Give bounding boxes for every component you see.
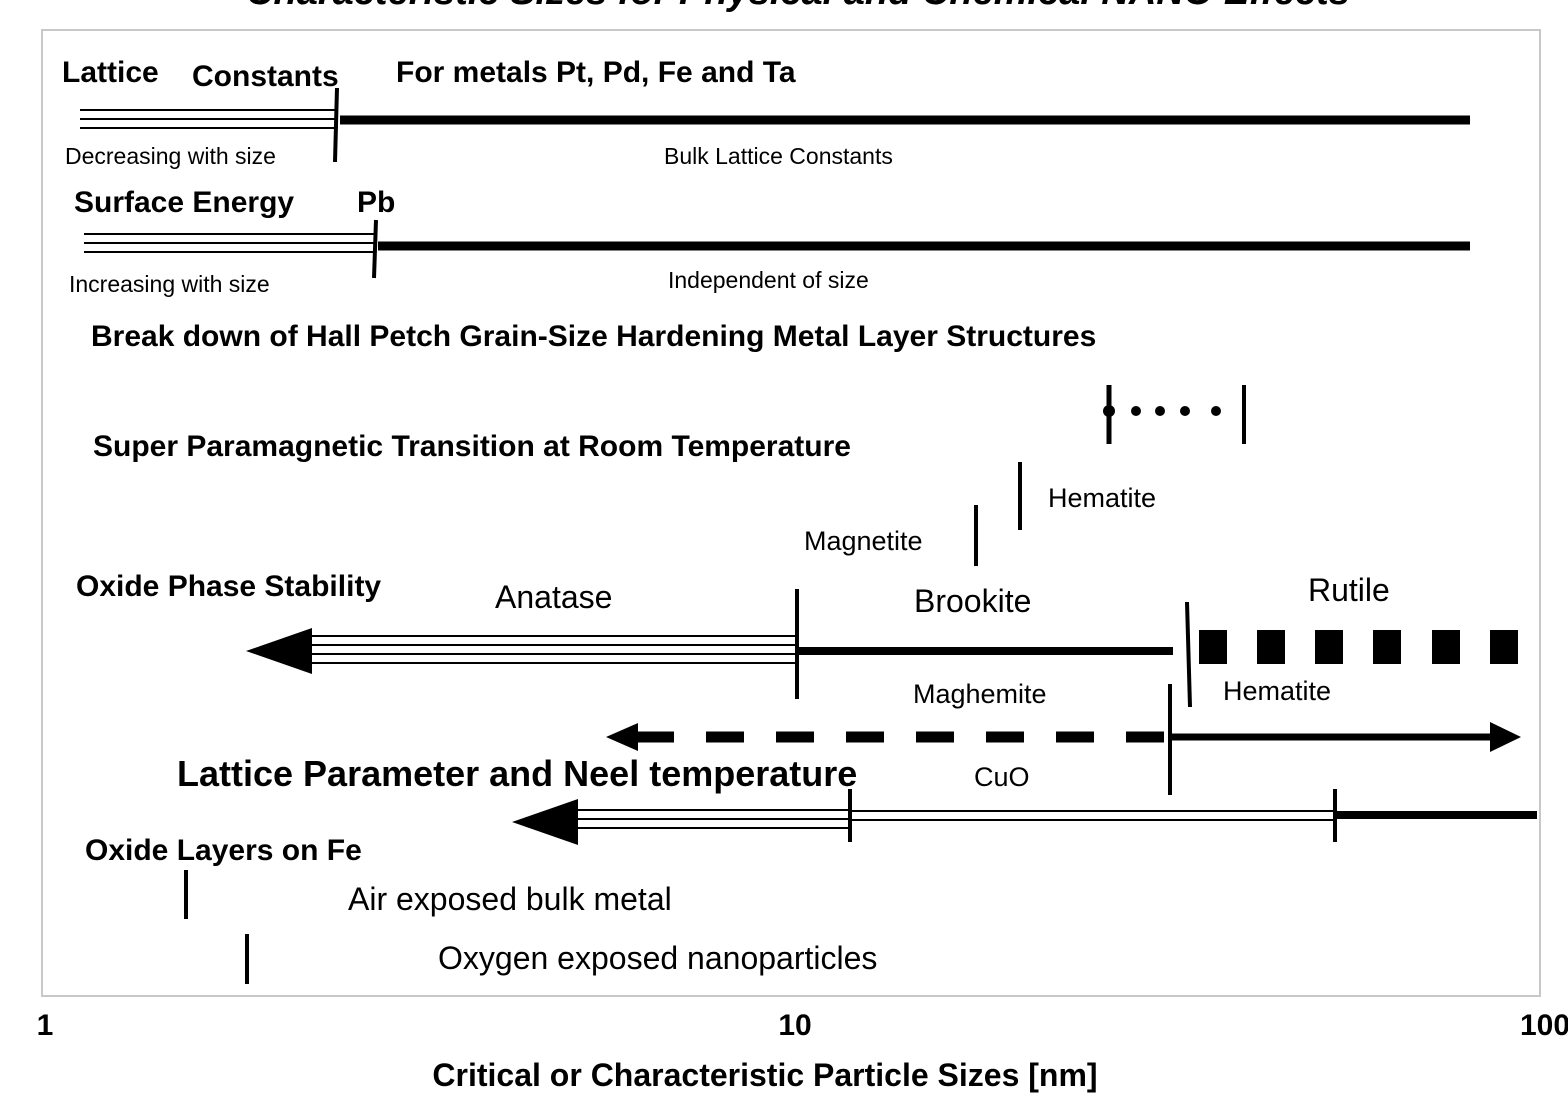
anatase-label: Anatase xyxy=(495,579,612,615)
hall-petch-dot xyxy=(1131,406,1141,416)
superparamagnetic-row: Super Paramagnetic Transition at Room Te… xyxy=(93,430,1156,566)
rutile-dash xyxy=(1199,630,1227,664)
plot-frame xyxy=(41,29,1541,997)
superparamagnetic-magnetite-label: Magnetite xyxy=(804,526,923,556)
x-axis: 1 10 100 Critical or Characteristic Part… xyxy=(37,1009,1568,1093)
hall-petch-dot xyxy=(1180,406,1190,416)
x-tick-label: 10 xyxy=(778,1009,811,1042)
brookite-label: Brookite xyxy=(914,583,1031,619)
lattice-divider-tick xyxy=(333,87,339,163)
oxide-phase-row: Oxide Phase Stability Anatase Brookite R… xyxy=(76,570,1521,795)
x-tick-label: 100 xyxy=(1520,1009,1568,1042)
hall-petch-heading: Break down of Hall Petch Grain-Size Hard… xyxy=(91,320,1096,353)
anatase-arrowhead xyxy=(246,628,312,674)
neel-row: Lattice Parameter and Neel temperature C… xyxy=(177,753,1537,845)
lattice-heading-constants: Constants xyxy=(192,60,339,93)
rutile-dash xyxy=(1432,630,1460,664)
surface-energy-heading: Surface Energy xyxy=(74,186,294,219)
oxide-phase-heading: Oxide Phase Stability xyxy=(76,570,381,603)
rutile-dash xyxy=(1490,630,1518,664)
surface-right-note: Independent of size xyxy=(668,267,869,293)
hall-petch-dot xyxy=(1155,406,1165,416)
surface-divider-tick xyxy=(372,219,378,279)
brookite-rutile-divider xyxy=(1185,601,1192,708)
oxide-hematite-label: Hematite xyxy=(1223,676,1331,706)
maghemite-arrowhead xyxy=(606,723,638,751)
x-tick-label: 1 xyxy=(37,1009,54,1042)
neel-heading: Lattice Parameter and Neel temperature xyxy=(177,753,857,794)
hall-petch-row: Break down of Hall Petch Grain-Size Hard… xyxy=(91,320,1246,444)
hematite-arrowhead xyxy=(1490,722,1521,752)
lattice-heading: Lattice xyxy=(62,56,159,89)
rutile-dash xyxy=(1373,630,1401,664)
x-axis-label: Critical or Characteristic Particle Size… xyxy=(432,1057,1097,1093)
maghemite-label: Maghemite xyxy=(913,679,1047,709)
lattice-constants-row: Lattice Constants For metals Pt, Pd, Fe … xyxy=(62,56,1470,169)
air-exposed-label: Air exposed bulk metal xyxy=(348,881,672,917)
rutile-dash xyxy=(1257,630,1285,664)
lattice-left-note: Decreasing with size xyxy=(65,143,276,169)
oxygen-exposed-label: Oxygen exposed nanoparticles xyxy=(438,940,877,976)
superparamagnetic-heading: Super Paramagnetic Transition at Room Te… xyxy=(93,430,851,463)
lattice-right-note: Bulk Lattice Constants xyxy=(664,143,893,169)
surface-left-note: Increasing with size xyxy=(69,271,270,297)
neel-arrowhead xyxy=(512,799,578,845)
surface-energy-element: Pb xyxy=(357,186,395,219)
superparamagnetic-hematite-label: Hematite xyxy=(1048,483,1156,513)
hall-petch-dot xyxy=(1211,406,1221,416)
neel-material: CuO xyxy=(974,762,1030,792)
surface-energy-row: Surface Energy Pb Increasing with size I… xyxy=(69,186,1470,297)
rutile-dash xyxy=(1315,630,1343,664)
hall-petch-dot xyxy=(1103,405,1115,417)
rutile-label: Rutile xyxy=(1308,572,1390,608)
diagram-title: Characteristic Sizes for Physical and Ch… xyxy=(246,0,1350,13)
lattice-subtitle: For metals Pt, Pd, Fe and Ta xyxy=(396,56,796,89)
oxide-layers-row: Oxide Layers on Fe Air exposed bulk meta… xyxy=(85,834,877,984)
oxide-layers-heading: Oxide Layers on Fe xyxy=(85,834,362,867)
